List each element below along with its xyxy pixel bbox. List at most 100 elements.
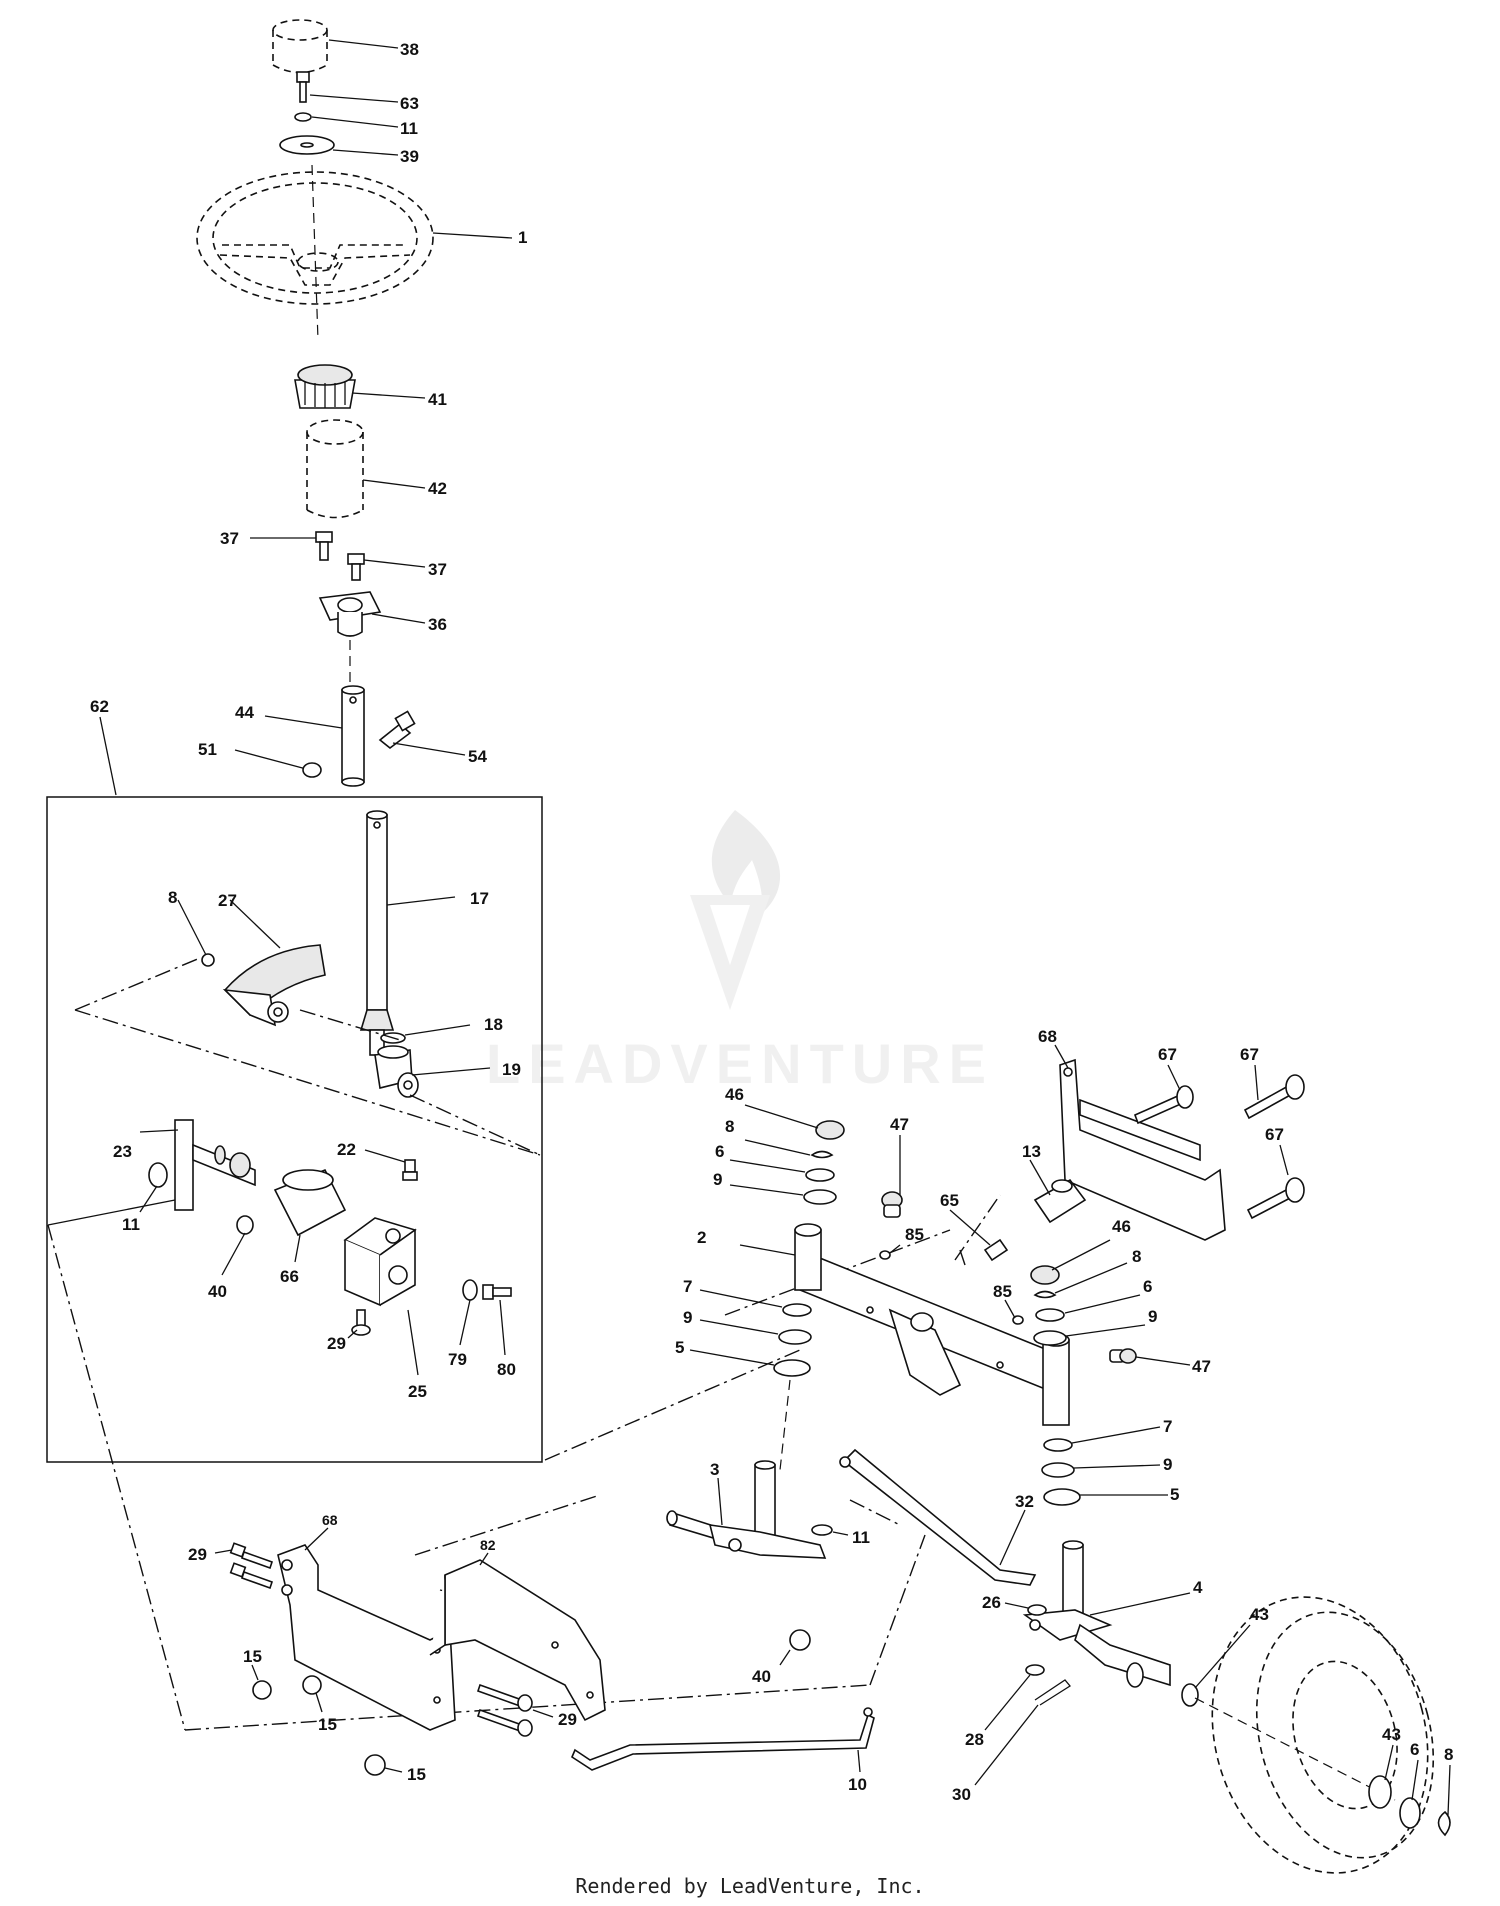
column-bushing-36	[318, 591, 382, 637]
bolt-37-right	[347, 553, 365, 581]
label-41: 41	[428, 390, 447, 409]
label-7-right: 7	[1163, 1417, 1172, 1436]
bolt-67-c	[1246, 1177, 1305, 1220]
nut-15-b	[302, 1675, 322, 1695]
label-26: 26	[982, 1593, 1001, 1612]
label-4: 4	[1193, 1578, 1203, 1597]
label-11: 11	[400, 119, 418, 138]
bolt-80	[482, 1284, 512, 1300]
bolt-29-lower	[476, 1683, 533, 1737]
bushing-5-right	[1043, 1488, 1081, 1506]
label-80: 80	[497, 1360, 516, 1379]
label-9-right-low: 9	[1163, 1455, 1172, 1474]
label-8-right: 8	[1132, 1247, 1141, 1266]
label-8-box: 8	[168, 888, 177, 907]
label-15-b: 15	[318, 1715, 337, 1734]
label-37-right: 37	[428, 560, 447, 579]
pinion-housing-19	[374, 1045, 419, 1098]
tie-rod-32	[839, 1448, 1037, 1586]
label-65: 65	[940, 1191, 959, 1210]
label-18: 18	[484, 1015, 503, 1034]
label-54: 54	[468, 747, 487, 766]
label-25: 25	[408, 1382, 427, 1401]
label-19: 19	[502, 1060, 521, 1079]
flame-icon	[711, 810, 781, 915]
pin-65	[983, 1238, 1009, 1262]
washer-9-right-low	[1041, 1462, 1075, 1478]
watermark-text: LEADVENTURE	[486, 1032, 994, 1095]
washer-6-outer	[1399, 1797, 1421, 1829]
sector-gear-27	[222, 944, 326, 1027]
label-68-right: 68	[1038, 1027, 1057, 1046]
nut-40-lower	[789, 1629, 811, 1651]
e-clip-8-top	[810, 1150, 834, 1159]
label-28: 28	[965, 1730, 984, 1749]
bolt-54	[378, 710, 416, 750]
label-43-upper: 43	[1250, 1605, 1269, 1624]
label-66: 66	[280, 1267, 299, 1286]
washer-6-right	[1035, 1308, 1065, 1322]
label-44: 44	[235, 703, 254, 722]
washer-43-outer	[1368, 1775, 1392, 1809]
label-8-lower: 8	[1444, 1745, 1453, 1764]
label-79: 79	[448, 1350, 467, 1369]
label-1: 1	[518, 228, 527, 247]
washer-6-top	[805, 1168, 835, 1182]
label-7-left: 7	[683, 1277, 692, 1296]
cotter-pin-30	[1034, 1679, 1071, 1706]
label-6-lower: 6	[1410, 1740, 1419, 1759]
label-85-top: 85	[905, 1225, 924, 1244]
label-23: 23	[113, 1142, 132, 1161]
label-40-lower: 40	[752, 1667, 771, 1686]
label-9-top: 9	[713, 1170, 722, 1189]
label-38: 38	[400, 40, 419, 59]
spline-adapter-41	[294, 364, 356, 409]
shaft-23	[174, 1119, 256, 1211]
column-sleeve-42	[306, 419, 364, 519]
label-40-box: 40	[208, 1282, 227, 1301]
label-29-upper: 29	[188, 1545, 207, 1564]
label-62: 62	[90, 697, 109, 716]
washer-9-right	[1033, 1330, 1067, 1346]
label-29-lower: 29	[558, 1710, 577, 1729]
part-labels: 38 63 11 39 1 41 42 37 37 36 44 54 51 62…	[90, 40, 1453, 1804]
label-68-left: 68	[322, 1512, 338, 1528]
spindle-3	[666, 1460, 827, 1559]
spindle-4	[1022, 1540, 1171, 1688]
nut-40-box	[236, 1215, 254, 1235]
washer-11-box	[148, 1162, 168, 1188]
cap-46-top	[815, 1120, 845, 1140]
nut-85-top	[879, 1250, 891, 1260]
bracket-68-right	[1059, 1058, 1226, 1241]
label-46-right: 46	[1112, 1217, 1131, 1236]
label-2: 2	[697, 1228, 706, 1247]
v-logo-icon	[690, 895, 770, 1010]
screw-22	[402, 1159, 418, 1181]
label-6-right: 6	[1143, 1277, 1152, 1296]
wheel	[1211, 1596, 1435, 1874]
label-6-top: 6	[715, 1142, 724, 1161]
label-51: 51	[198, 740, 217, 759]
label-30: 30	[952, 1785, 971, 1804]
washer-9-left	[778, 1329, 812, 1345]
bracket-82	[429, 1559, 606, 1722]
label-32: 32	[1015, 1492, 1034, 1511]
label-47-right: 47	[1192, 1357, 1211, 1376]
label-29-box: 29	[327, 1334, 346, 1353]
label-67-b: 67	[1240, 1045, 1259, 1064]
label-46-top: 46	[725, 1085, 744, 1104]
label-42: 42	[428, 479, 447, 498]
bushing-66	[273, 1168, 347, 1237]
bolt-67-b	[1243, 1074, 1305, 1120]
label-27: 27	[218, 891, 237, 910]
watermark: LEADVENTURE	[486, 810, 994, 1095]
label-5-right: 5	[1170, 1485, 1179, 1504]
bracket-25	[343, 1217, 417, 1307]
pinion-shaft-17	[359, 810, 395, 1056]
label-39: 39	[400, 147, 419, 166]
washer-28	[1025, 1664, 1045, 1676]
washer-7-right	[1043, 1438, 1073, 1452]
bracket-68-left	[277, 1544, 456, 1731]
washer-9-top	[803, 1189, 837, 1205]
cap-46-right	[1030, 1265, 1060, 1285]
